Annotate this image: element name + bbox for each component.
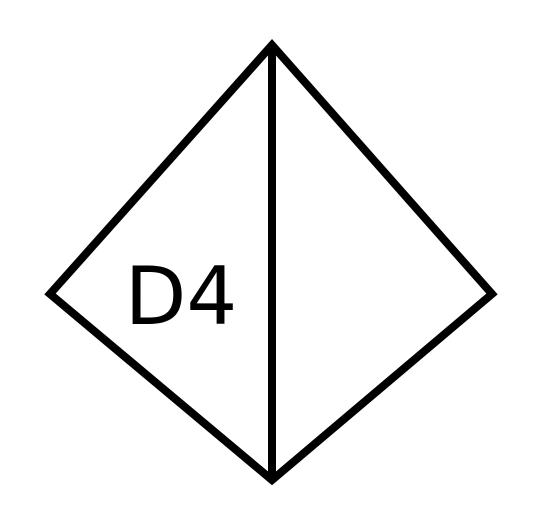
die-label: D4	[125, 250, 238, 343]
